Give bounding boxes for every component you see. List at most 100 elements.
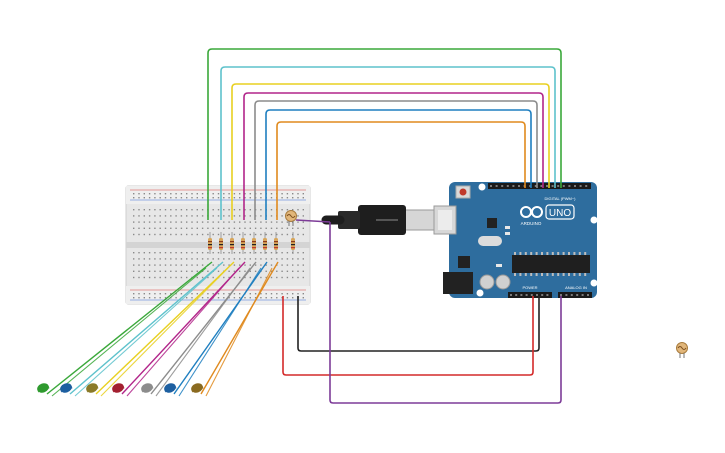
breadboard-hole (260, 252, 262, 254)
arduino-uno-board[interactable]: UNO ARDUINO DIGITAL (PWM~) POWER ANALOG … (433, 182, 598, 298)
breadboard-hole (260, 197, 262, 199)
breadboard-hole (175, 197, 177, 199)
breadboard-hole (286, 227, 289, 229)
resistor-row[interactable] (208, 232, 295, 254)
breadboard-hole (191, 264, 193, 266)
breadboard-hole (186, 233, 188, 236)
breadboard-hole (260, 297, 262, 299)
analog-header-pins[interactable] (558, 292, 592, 298)
header-hole (495, 185, 498, 187)
capacitor (479, 274, 495, 290)
breadboard-hole (254, 297, 257, 299)
jumper-wire[interactable] (276, 121, 526, 220)
breadboard-hole (212, 221, 214, 223)
led[interactable] (111, 382, 125, 395)
analog-wire[interactable] (295, 219, 331, 223)
breadboard-hole (265, 276, 267, 279)
breadboard-hole (254, 258, 257, 260)
breadboard-hole (148, 270, 151, 272)
led[interactable] (163, 382, 177, 395)
breadboard-hole (297, 252, 299, 254)
breadboard-hole (148, 221, 151, 223)
breadboard-hole (180, 193, 183, 195)
breadboard-hole (175, 227, 177, 229)
breadboard-hole (270, 227, 273, 229)
breadboard-hole (244, 276, 246, 279)
chip-pin (535, 252, 538, 255)
analog-wire[interactable] (329, 222, 562, 404)
breadboard-hole (286, 193, 289, 195)
breadboard-hole (260, 276, 262, 279)
usb-cable-icon[interactable] (321, 205, 435, 235)
breadboard-hole (212, 197, 214, 199)
led-row[interactable] (36, 382, 204, 395)
ground-wire[interactable] (297, 296, 540, 352)
breadboard-hole (276, 233, 278, 236)
breadboard-hole (217, 270, 220, 272)
jumper-wire[interactable] (220, 66, 556, 220)
led[interactable] (59, 382, 73, 395)
breadboard-hole (297, 227, 299, 229)
breadboard-hole (297, 258, 299, 260)
chip-pin (557, 273, 560, 276)
header-hole (510, 294, 512, 296)
breadboard-hole (191, 209, 193, 211)
led[interactable] (36, 382, 50, 395)
breadboard-hole (175, 209, 177, 211)
breadboard-hole (186, 252, 188, 254)
chip-pin (568, 252, 570, 255)
breadboard-hole (201, 221, 204, 223)
breadboard-hole (143, 197, 145, 199)
led[interactable] (85, 382, 99, 395)
jumper-wire[interactable] (243, 92, 544, 220)
resistor-band (291, 241, 295, 243)
breadboard-hole (143, 252, 145, 254)
breadboard-hole (239, 197, 241, 199)
breadboard-hole (143, 276, 145, 279)
breadboard-hole (297, 215, 299, 217)
mount-hole (478, 183, 486, 191)
breadboard-hole (201, 252, 204, 254)
led[interactable] (140, 382, 154, 395)
breadboard-hole (196, 221, 198, 223)
mount-hole (476, 289, 484, 297)
reset-button-icon[interactable] (455, 185, 471, 199)
breadboard-hole (138, 221, 140, 223)
jumper-wire[interactable] (231, 83, 550, 220)
breadboard-hole (302, 197, 304, 199)
breadboard-hole (292, 258, 294, 260)
breadboard-hole (265, 270, 267, 272)
photoresistor-icon[interactable] (676, 342, 688, 359)
breadboard[interactable] (125, 185, 311, 305)
breadboard-hole (196, 252, 198, 254)
jumper-wires[interactable] (207, 48, 562, 404)
jumper-wire[interactable] (265, 109, 532, 220)
breadboard-hole (201, 276, 204, 279)
led-rim (112, 385, 125, 393)
led[interactable] (190, 382, 204, 395)
breadboard-hole (170, 233, 172, 236)
chip-pin (546, 252, 549, 255)
breadboard-hole (138, 297, 140, 299)
chip-pin (557, 252, 560, 255)
digital-header[interactable] (488, 183, 591, 189)
header-hole (520, 294, 523, 296)
resistor-band (263, 244, 267, 246)
breadboard-hole (239, 227, 241, 229)
power-wire[interactable] (282, 296, 534, 376)
breadboard-hole (196, 209, 198, 211)
breadboard-hole (217, 227, 220, 229)
breadboard-hole (217, 293, 220, 295)
breadboard-hole (154, 252, 156, 254)
jumper-wire[interactable] (207, 48, 562, 220)
breadboard-hole (175, 215, 177, 217)
breadboard-hole (186, 264, 188, 266)
chip-pin (578, 252, 581, 255)
jumper-wire[interactable] (254, 100, 538, 220)
breadboard-hole (244, 233, 246, 236)
breadboard-hole (191, 215, 193, 217)
power-header-pins[interactable] (508, 292, 552, 298)
breadboard-hole (270, 252, 273, 254)
photoresistor-icon[interactable] (285, 210, 297, 227)
